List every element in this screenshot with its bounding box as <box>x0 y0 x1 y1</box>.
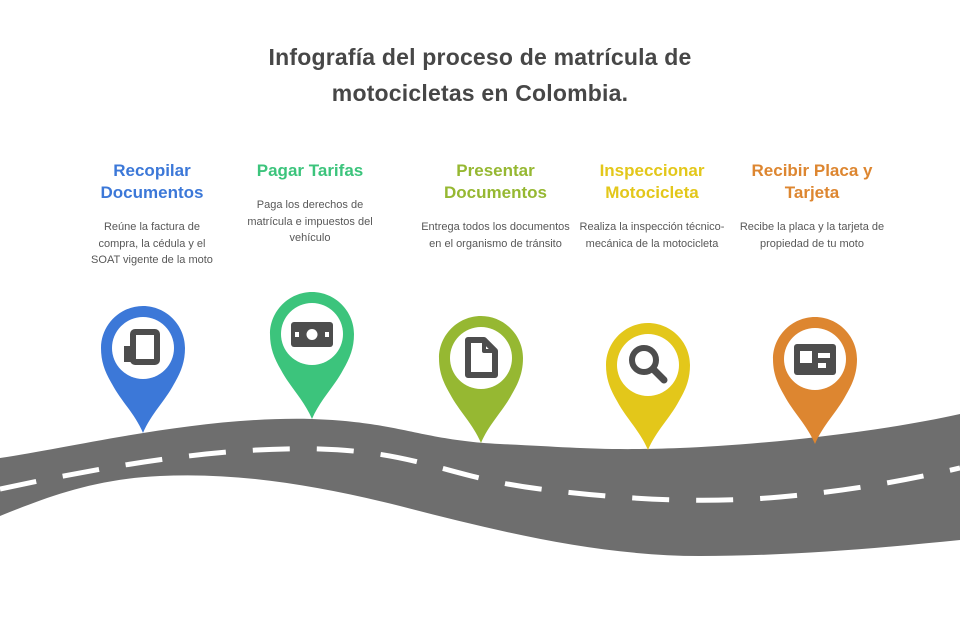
step-column-3: Presentar Documentos Entrega todos los d… <box>418 160 573 252</box>
step-5-title: Recibir Placa y Tarjeta <box>751 161 873 203</box>
page-title: Infografía del proceso de matrícula de m… <box>0 40 960 111</box>
money-icon <box>291 322 333 347</box>
step-3-description: Entrega todos los documentos en el organ… <box>421 221 570 250</box>
road-surface <box>0 414 960 556</box>
map-pin-step-4 <box>598 313 698 453</box>
step-column-5: Recibir Placa y Tarjeta Recibe la placa … <box>736 160 888 252</box>
id-card-icon <box>794 344 836 375</box>
step-4-description: Realiza la inspección técnico-mecánica d… <box>579 221 725 250</box>
step-column-4: Inspeccionar Motocicleta Realiza la insp… <box>576 160 728 252</box>
step-2-description: Paga los derechos de matrícula e impuest… <box>247 199 373 245</box>
step-5-description: Recibe la placa y la tarjeta de propieda… <box>739 221 885 250</box>
documents-icon <box>124 329 160 365</box>
step-column-2: Pagar Tarifas Paga los derechos de matrí… <box>236 160 384 247</box>
step-2-title: Pagar Tarifas <box>256 161 364 180</box>
step-1-title: Recopilar Documentos <box>100 161 204 203</box>
map-pin-step-2 <box>262 282 362 422</box>
step-column-1: Recopilar Documentos Reúne la factura de… <box>83 160 221 269</box>
magnifier-icon <box>629 345 668 384</box>
page-title-line2: motocicletas en Colombia. <box>331 79 629 106</box>
step-4-title: Inspeccionar Motocicleta <box>599 161 705 203</box>
road-center-line <box>0 446 960 503</box>
document-icon <box>465 337 498 378</box>
map-pin-step-5 <box>765 307 865 447</box>
map-pin-step-3 <box>431 306 531 446</box>
page-title-line1: Infografía del proceso de matrícula de <box>268 44 692 70</box>
map-pin-step-1 <box>93 296 193 436</box>
step-1-description: Reúne la factura de compra, la cédula y … <box>91 221 213 267</box>
step-3-title: Presentar Documentos <box>444 161 547 203</box>
